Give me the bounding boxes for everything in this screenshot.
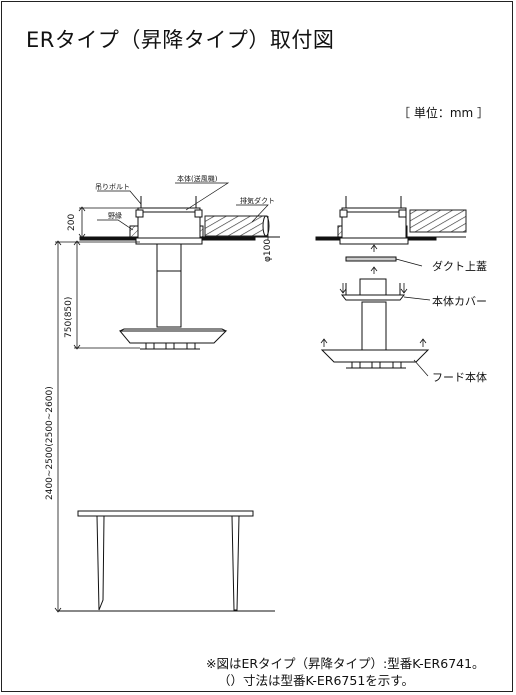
hood-part [320,349,430,363]
dim-duct-diameter: φ100 [263,239,273,262]
hood [118,330,228,344]
assembly-arrows [320,244,427,347]
dimension-lines [54,206,269,613]
table-leg-right [231,515,240,611]
dim-body-height: 200 [67,214,77,231]
label-body-cover: 本体カバー [432,294,487,308]
ceiling-joist-left [129,225,139,238]
unit-label: ［ 単位：mm ］ [398,106,490,120]
right-exploded-view [315,196,467,369]
lower-column [156,270,182,328]
label-body-fan: 本体(送風機) [177,174,218,183]
label-hanging-bolt: 吊りボルト [95,183,130,191]
table-top [77,510,254,517]
note-line-1: ※図はERタイプ（昇降タイプ）:型番K-ER6741。 [206,656,485,671]
left-assembly-view [58,196,280,612]
table-leg-left [96,515,105,611]
leader-lines-left [97,182,269,231]
exhaust-duct [204,215,268,237]
dim-hood-drop: 750(850) [64,297,74,338]
page-title: ERタイプ（昇降タイプ）取付図 [26,28,335,52]
duct-cap-part [345,256,397,262]
note-line-2: （）寸法は型番K-ER6751を示す。 [218,673,415,688]
leader-lines-right [395,258,431,377]
label-ceiling-edge: 野縁 [108,211,122,220]
label-exhaust-duct: 排気ダクト [240,196,275,205]
dim-total-height: 2400~2500(2500~2600) [45,386,55,500]
label-hood-body: フード本体 [432,370,487,384]
upper-column [156,243,182,272]
label-duct-cap: ダクト上蓋 [432,259,487,273]
